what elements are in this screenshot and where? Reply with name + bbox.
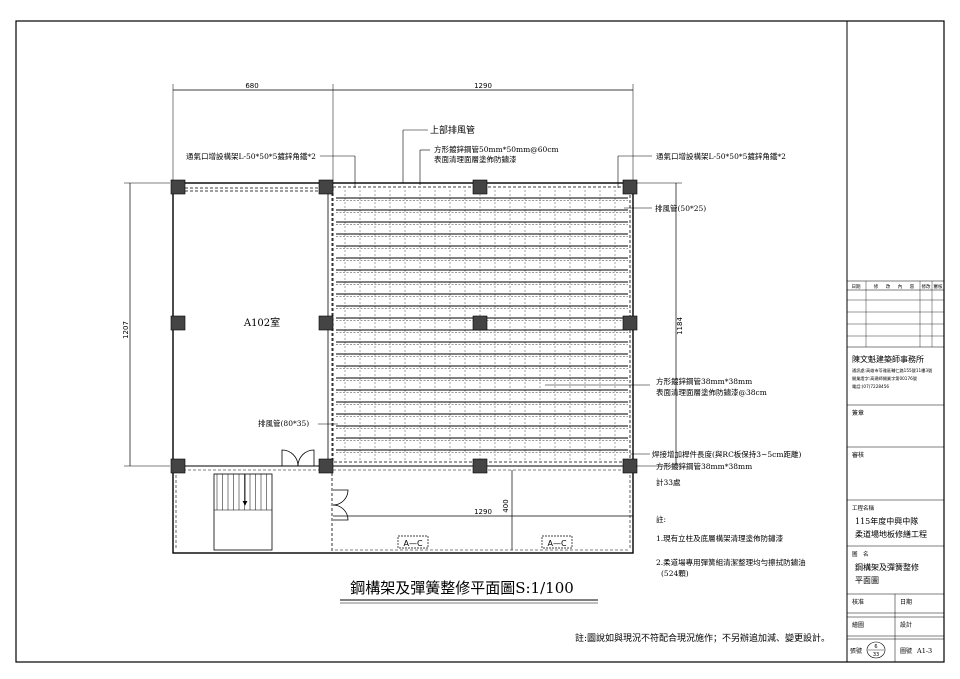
- firm-license: 開業證字:高建師開業字第00176號: [852, 375, 918, 382]
- sheet-total: 33: [873, 652, 879, 658]
- door-bottom: [332, 489, 349, 521]
- note-square-pipe-38b: 方形鍍鋅鋼管38mm*38mm: [656, 461, 752, 471]
- approve-label: 核准: [852, 598, 864, 606]
- column: [622, 179, 638, 195]
- column: [472, 458, 488, 474]
- column: [622, 315, 638, 331]
- dim-bottom-width: 1290: [474, 508, 492, 516]
- rev-header-3: 內: [898, 283, 903, 290]
- steel-pipe-grid: [336, 190, 628, 460]
- date-label: 日期: [900, 598, 912, 606]
- rev-header-date: 日期: [852, 284, 861, 290]
- note-count: 計33處: [656, 477, 681, 487]
- sheet-number-circle: [866, 641, 886, 659]
- label-stamp: 簽章: [852, 409, 864, 417]
- note-1: 1.現有立柱及底層構架清理塗佈防鏽漆: [656, 533, 784, 543]
- firm-phone: 電話:(07)7228456: [852, 383, 889, 390]
- drawing-label: 圖 名: [852, 550, 869, 558]
- label-review: 審核: [852, 451, 864, 459]
- stairs: [213, 473, 273, 551]
- column: [318, 179, 334, 195]
- section-mark-2-label: A—C: [547, 539, 566, 548]
- section-mark-2: [541, 535, 573, 549]
- column: [170, 179, 186, 195]
- dim-bottom-height: 400: [502, 499, 510, 512]
- dimensions: 680 1290 1207 1184 1290 400: [122, 82, 684, 550]
- drawing-name-2: 平面圖: [855, 576, 879, 585]
- section-mark-1-label: A—C: [403, 539, 422, 548]
- column: [472, 315, 488, 331]
- note-square-pipe-38: 方形鍍鋅鋼管38mm*38mm: [656, 376, 752, 386]
- rev-header-5: 修改: [922, 283, 931, 290]
- project-name-1: 115年度中興中隊: [855, 516, 918, 526]
- sheet-border: [15, 20, 945, 663]
- section-mark-1: [397, 535, 429, 549]
- dim-left-width: 680: [245, 82, 258, 90]
- note-vent-frame-left: 通氣口增設構架L-50*50*5鍍鋅角鐵*2: [186, 151, 316, 161]
- notes-heading: 註:: [656, 514, 666, 524]
- project-label: 工程名稱: [852, 504, 875, 512]
- note-2b: (524顆): [661, 569, 689, 578]
- dim-left-height: 1207: [122, 321, 130, 339]
- note-square-pipe-50: 方形鍍鋅鋼管50mm*50mm@60cm: [434, 144, 559, 154]
- column: [170, 458, 186, 474]
- column: [622, 458, 638, 474]
- sheet-number: 6: [874, 644, 877, 650]
- title-block: 日期 修 改 內 容 修改 審核 陳文魁建築師事務所 通訊處:高雄市苓雅區輔仁路…: [847, 280, 944, 662]
- drawing-no: A1-3: [916, 647, 932, 655]
- door-left: [281, 449, 315, 467]
- note-surface-treatment-1: 表面清理面層塗佈防鏽漆: [434, 154, 517, 164]
- room-label: A102室: [243, 316, 280, 329]
- rev-header-6: 審核: [934, 283, 943, 290]
- rev-header-2: 改: [886, 283, 891, 290]
- firm-name: 陳文魁建築師事務所: [852, 354, 924, 364]
- rev-header-1: 修: [874, 283, 879, 290]
- drawing-name-1: 鋼構架及彈簧整修: [855, 562, 919, 572]
- column: [318, 458, 334, 474]
- project-name-2: 柔道場地板修繕工程: [855, 529, 927, 539]
- column-group: [170, 179, 638, 474]
- note-upper-exhaust: 上部排風管: [430, 124, 475, 136]
- dim-right-width: 1290: [474, 82, 492, 90]
- note-weld: 焊接增加桿件長度(與RC板保持3~5cm距離): [652, 449, 801, 459]
- floor-plan: A—C A—C A102室: [170, 179, 638, 554]
- drawing-no-label: 圖號: [900, 647, 912, 655]
- draw-label: 繪圖: [852, 621, 864, 629]
- rev-header-4: 容: [910, 283, 915, 290]
- note-vent-frame-right: 通氣口增設構架L-50*50*5鍍鋅角鐵*2: [656, 151, 786, 161]
- note-exhaust-pipe-50: 排風管(50*25): [655, 203, 706, 213]
- column: [318, 315, 334, 331]
- design-label: 設計: [900, 621, 912, 629]
- dim-right-height: 1184: [676, 317, 684, 335]
- column: [170, 315, 186, 331]
- annotations: 上部排風管 方形鍍鋅鋼管50mm*50mm@60cm 表面清理面層塗佈防鏽漆 通…: [186, 124, 806, 578]
- note-2a: 2.柔道場專用彈簧組清潔整理均勻擦拭防鏽油: [656, 557, 806, 567]
- plan-outline: [172, 182, 634, 554]
- note-exhaust-pipe-80: 排風管(80*35): [258, 418, 309, 428]
- column: [472, 179, 488, 195]
- firm-address: 通訊處:高雄市苓雅區輔仁路155號11樓3號: [852, 367, 933, 374]
- note-surface-treatment-2: 表面清理面層塗佈防鏽漆@38cm: [656, 387, 767, 397]
- footer-note: 註:圖說如與現況不符配合現況施作；不另辦追加減、變更設計。: [575, 632, 830, 644]
- sheet-label: 張號: [850, 647, 862, 655]
- drawing-title: 鋼構架及彈簧整修平面圖S:1/100: [350, 579, 574, 597]
